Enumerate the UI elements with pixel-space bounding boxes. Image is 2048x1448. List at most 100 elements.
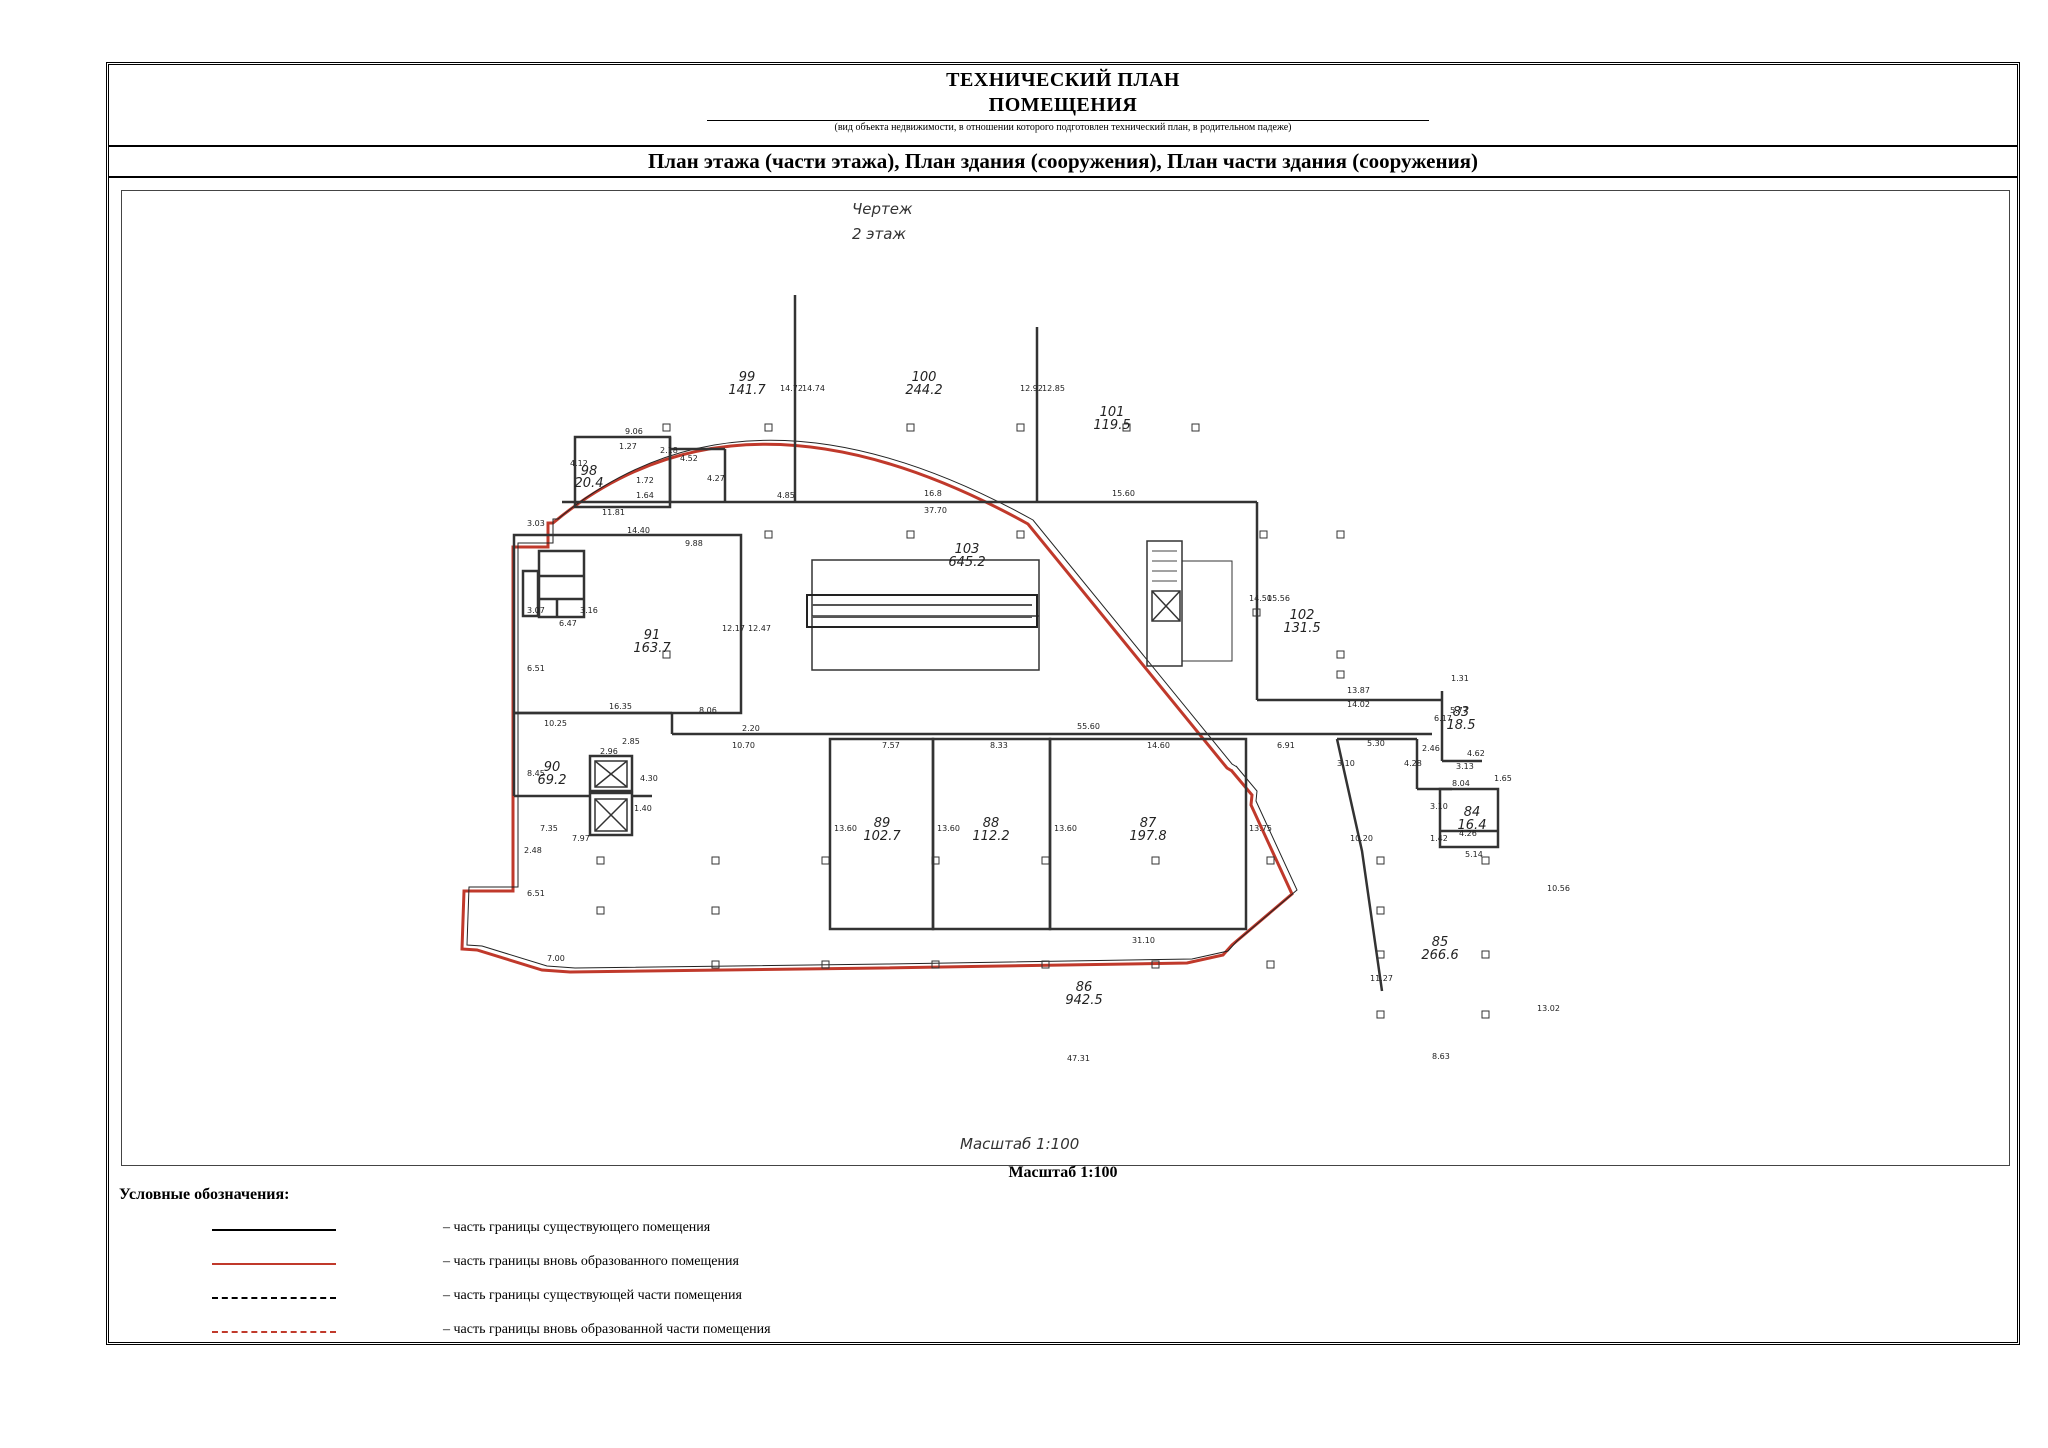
drawing-label: Чертеж (852, 200, 913, 218)
drawing-frame: Чертеж 2 этаж Масштаб 1:100 (121, 190, 2010, 1166)
svg-text:3.13: 3.13 (1456, 762, 1474, 771)
room-area: 197.8 (1129, 829, 1166, 844)
svg-text:14.02: 14.02 (1347, 700, 1370, 709)
svg-text:1.64: 1.64 (636, 491, 654, 500)
title-subtitle: (вид объекта недвижимости, в отношении к… (834, 122, 1292, 133)
svg-text:2.48: 2.48 (524, 846, 542, 855)
outer-boundary-red (460, 442, 1294, 974)
svg-text:12.17: 12.17 (722, 624, 745, 633)
escalator-icon (806, 594, 1038, 628)
svg-text:14.40: 14.40 (627, 526, 650, 535)
svg-text:14.72: 14.72 (780, 384, 803, 393)
svg-text:4.12: 4.12 (570, 459, 588, 468)
svg-text:8.45: 8.45 (527, 769, 545, 778)
svg-text:3.10: 3.10 (1337, 759, 1355, 768)
svg-text:4.62: 4.62 (1467, 749, 1485, 758)
title-underline (707, 120, 1429, 121)
svg-text:4.85: 4.85 (777, 491, 795, 500)
svg-text:8.33: 8.33 (990, 741, 1008, 750)
svg-text:13.02: 13.02 (1537, 1004, 1560, 1013)
legend-solid-black-line (212, 1229, 336, 1231)
svg-text:3.10: 3.10 (1430, 802, 1448, 811)
svg-text:8.04: 8.04 (1452, 779, 1470, 788)
legend-text: – часть границы вновь образованного поме… (443, 1254, 739, 1269)
room-number: 85 (1432, 935, 1449, 950)
room-number: 103 (955, 542, 980, 557)
svg-text:1.42: 1.42 (1430, 834, 1448, 843)
svg-text:13.60: 13.60 (1054, 824, 1077, 833)
svg-text:4.26: 4.26 (1459, 829, 1477, 838)
svg-text:6.91: 6.91 (1277, 741, 1295, 750)
room-number: 91 (644, 628, 661, 643)
room-area: 112.2 (972, 829, 1009, 844)
svg-text:3.16: 3.16 (580, 606, 598, 615)
room-number: 88 (983, 816, 1000, 831)
svg-text:5.30: 5.30 (1367, 739, 1385, 748)
svg-text:13.60: 13.60 (834, 824, 857, 833)
outer-boundary-black (466, 439, 1298, 969)
svg-text:8.63: 8.63 (1432, 1052, 1450, 1061)
svg-text:37.70: 37.70 (924, 506, 947, 515)
title-line-1: ТЕХНИЧЕСКИЙ ПЛАН (946, 69, 1180, 91)
room-area: 119.5 (1093, 418, 1130, 433)
svg-text:47.31: 47.31 (1067, 1054, 1090, 1063)
legend-row-existing-part: – часть границы существующей части помещ… (109, 1288, 1109, 1308)
svg-text:4.52: 4.52 (680, 454, 698, 463)
scale-caption: Масштаб 1:100 (1008, 1164, 1118, 1181)
lift-icon (594, 590, 1181, 832)
legend-row-new-part: – часть границы вновь образованной части… (109, 1322, 1109, 1342)
legend-title: Условные обозначения: (119, 1186, 290, 1203)
room-area: 131.5 (1283, 621, 1320, 636)
svg-text:12.85: 12.85 (1042, 384, 1065, 393)
svg-text:7.57: 7.57 (882, 741, 900, 750)
legend-text: – часть границы существующей части помещ… (443, 1288, 742, 1303)
column-markers (596, 423, 1490, 1019)
room-number: 90 (544, 760, 561, 775)
svg-text:11.81: 11.81 (602, 508, 625, 517)
svg-text:1.31: 1.31 (1451, 674, 1469, 683)
svg-text:31.10: 31.10 (1132, 936, 1155, 945)
svg-text:10.70: 10.70 (732, 741, 755, 750)
room-number: 102 (1290, 608, 1315, 623)
svg-text:4.27: 4.27 (707, 474, 725, 483)
svg-text:1.40: 1.40 (634, 804, 652, 813)
svg-text:5.14: 5.14 (1465, 850, 1483, 859)
room-area: 942.5 (1065, 993, 1102, 1008)
svg-text:2.18: 2.18 (660, 446, 678, 455)
svg-text:7.97: 7.97 (572, 834, 590, 843)
room-area: 244.2 (905, 383, 942, 398)
svg-text:12.47: 12.47 (748, 624, 771, 633)
room-area: 102.7 (863, 829, 901, 844)
room-area: 18.5 (1447, 718, 1476, 733)
svg-text:6.51: 6.51 (527, 664, 545, 673)
svg-text:4.30: 4.30 (640, 774, 658, 783)
room-labels: 99 141.7 100 244.2 101 119.5 103 645.2 1… (538, 370, 1487, 1008)
floor-plan-drawing: Чертеж 2 этаж Масштаб 1:100 (460, 200, 1570, 1153)
legend-row-new-room: – часть границы вновь образованного поме… (109, 1254, 1109, 1274)
svg-text:4.28: 4.28 (1404, 759, 1422, 768)
room-number: 98 (581, 464, 598, 479)
svg-text:12.92: 12.92 (1020, 384, 1043, 393)
svg-text:15.56: 15.56 (1267, 594, 1290, 603)
room-area: 141.7 (728, 383, 766, 398)
room-area: 645.2 (948, 555, 985, 570)
svg-text:15.60: 15.60 (1112, 489, 1135, 498)
legend-row-existing-room: – часть границы существующего помещения (109, 1220, 1109, 1240)
dimension-labels: 9.06 4.12 4.52 1.27 2.18 1.72 1.64 11.81… (524, 384, 1570, 1063)
svg-text:2.46: 2.46 (1422, 744, 1440, 753)
stair-icon (1152, 550, 1177, 582)
room-area: 20.4 (575, 476, 604, 491)
svg-text:2.85: 2.85 (622, 737, 640, 746)
svg-text:10.25: 10.25 (544, 719, 567, 728)
technical-plan-sheet: ТЕХНИЧЕСКИЙ ПЛАН ПОМЕЩЕНИЯ (вид объекта … (106, 62, 2020, 1345)
section-title: План этажа (части этажа), План здания (с… (109, 146, 2017, 178)
svg-text:2.96: 2.96 (600, 747, 618, 756)
legend-text: – часть границы вновь образованной части… (443, 1322, 771, 1337)
svg-text:8.06: 8.06 (699, 706, 717, 715)
room-number: 100 (912, 370, 937, 385)
legend-dashed-black-line (212, 1297, 336, 1299)
room-area: 266.6 (1421, 948, 1458, 963)
svg-text:10.56: 10.56 (1547, 884, 1570, 893)
svg-text:6.47: 6.47 (559, 619, 577, 628)
svg-text:6.17: 6.17 (1434, 714, 1452, 723)
